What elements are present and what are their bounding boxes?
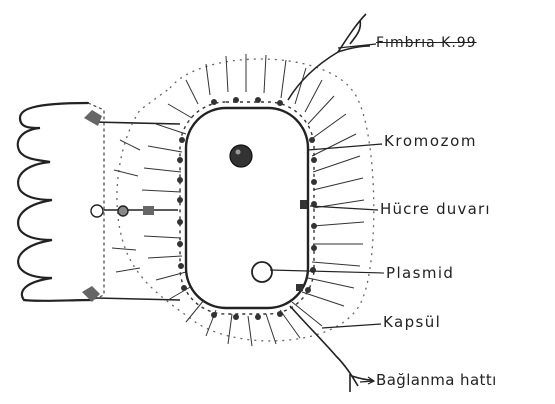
- cell-wall: [186, 108, 308, 308]
- label-fimbria: Fımbrıa K.99: [376, 36, 477, 50]
- chromosome-highlight: [236, 150, 241, 155]
- host-membrane-inner: [88, 103, 104, 300]
- label-plasmid: Plasmid: [386, 266, 454, 281]
- label-kapsul: Kapsül: [383, 315, 441, 330]
- vesicles: [91, 205, 128, 217]
- label-hucre-duvari: Hücre duvarı: [380, 202, 491, 217]
- label-baglanma-hatti: Bağlanma hattı: [376, 373, 497, 388]
- attachment-links: [92, 122, 180, 300]
- chromosome: [230, 145, 252, 167]
- label-kromozom: Kromozom: [384, 134, 477, 149]
- attachment-line: [290, 306, 372, 392]
- host-cell-membrane: [18, 103, 92, 301]
- plasmid: [252, 262, 272, 282]
